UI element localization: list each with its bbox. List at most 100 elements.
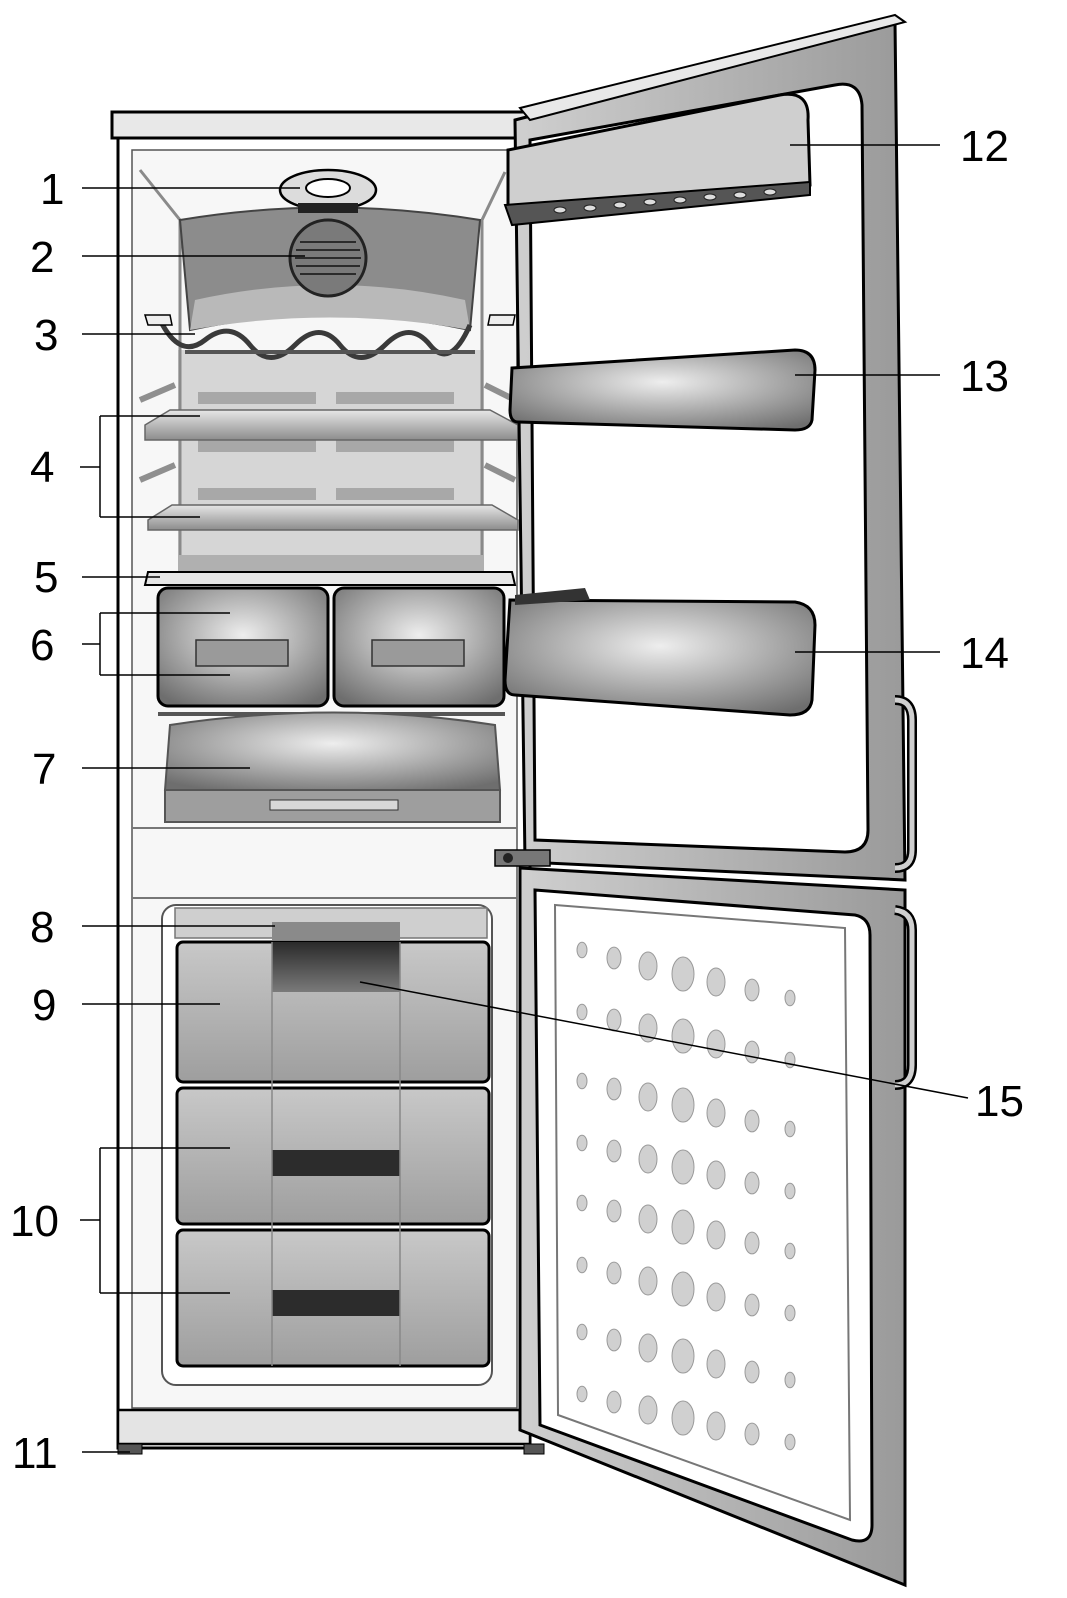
door-dimple (638, 1204, 658, 1234)
door-dimple (744, 1040, 760, 1064)
chiller-handle (269, 799, 399, 811)
door-dimple (671, 1018, 695, 1054)
door-dimple (576, 1385, 588, 1403)
door-dimple (744, 1422, 760, 1446)
door-dimple (744, 1360, 760, 1384)
cabinet-plinth (116, 1408, 532, 1446)
door-dimple (638, 1013, 658, 1043)
door-dimple (606, 1199, 622, 1223)
door-dimple (638, 1144, 658, 1174)
door-dimple (784, 1182, 796, 1200)
leader-10 (80, 1147, 230, 1294)
door-dimple (706, 1220, 726, 1250)
door-dimple (671, 1209, 695, 1245)
callout-6: 6 (30, 621, 55, 670)
chiller-compartment (163, 711, 502, 791)
callout-7: 7 (32, 745, 57, 794)
door-dimple (784, 989, 796, 1007)
crisper-cover (143, 571, 517, 586)
door-dimple (671, 1087, 695, 1123)
door-bin-lower-lip (515, 588, 590, 605)
freezer-drawer-bottom-handle (272, 1290, 400, 1316)
freezer-door-panel-inner (553, 903, 852, 1522)
door-dimple (706, 1282, 726, 1312)
door-dimple (638, 1395, 658, 1425)
door-dimple (706, 967, 726, 997)
callout-13: 13 (960, 352, 1009, 401)
fridge-interior (138, 168, 519, 823)
freezer-door-panel (533, 888, 874, 1543)
door-dimple (606, 1008, 622, 1032)
callout-5: 5 (34, 553, 59, 602)
door-dimple (744, 978, 760, 1002)
freezer-drawer-ribs (271, 942, 401, 1366)
crisper-bin-right-handle (371, 639, 465, 667)
door-dimple (784, 1120, 796, 1138)
leader-15 (359, 981, 969, 1099)
door-dimple (638, 1266, 658, 1296)
door-dimple (706, 1160, 726, 1190)
wine-rack-hook-right (487, 314, 516, 326)
door-dimple (638, 1082, 658, 1112)
door-dimple (744, 1171, 760, 1195)
door-dimple (576, 941, 588, 959)
door-dimple (606, 1328, 622, 1352)
door-dimple (606, 1077, 622, 1101)
back-wall-vents (198, 392, 454, 500)
shelf-lower (147, 504, 519, 531)
door-dimple (744, 1109, 760, 1133)
door-dimple (576, 1323, 588, 1341)
callout-3: 3 (34, 311, 59, 360)
door-dimple (706, 1349, 726, 1379)
door-dimple (671, 1338, 695, 1374)
door-dimple (606, 1261, 622, 1285)
callout-2: 2 (30, 233, 55, 282)
door-dimple (638, 951, 658, 981)
door-dimple (606, 1139, 622, 1163)
side-wall-right (480, 171, 507, 580)
door-dimple (784, 1242, 796, 1260)
fridge-door-top-edge (518, 13, 908, 122)
door-dimple (606, 1390, 622, 1414)
callout-10: 10 (10, 1197, 59, 1246)
door-dimple (671, 956, 695, 992)
freezer-interior (161, 904, 493, 1386)
dairy-egg-holes (553, 188, 777, 214)
door-bin-lower (503, 598, 817, 717)
freezer-door (518, 866, 917, 1588)
fan-housing-shade (190, 285, 470, 330)
callout-11: 11 (12, 1429, 58, 1478)
callout-9: 9 (32, 981, 57, 1030)
callout-12: 12 (960, 122, 1009, 171)
door-dimple (706, 1029, 726, 1059)
door-dimple (671, 1149, 695, 1185)
fridge-door-handle-face (894, 697, 915, 871)
freezer-drawer-top-handle (272, 942, 400, 992)
crisper-bin-left-handle (195, 639, 289, 667)
callout-14: 14 (960, 629, 1009, 678)
shelf-upper (144, 409, 519, 441)
foot-left (117, 1443, 143, 1455)
foot-right (523, 1443, 545, 1455)
door-dimple (784, 1371, 796, 1389)
door-dimple (744, 1231, 760, 1255)
door-dimple (638, 1333, 658, 1363)
door-dimple (671, 1271, 695, 1307)
door-dimple (576, 1072, 588, 1090)
door-dimple (784, 1304, 796, 1322)
door-dimple (671, 1400, 695, 1436)
callout-1: 1 (40, 165, 65, 214)
back-wall (178, 350, 484, 575)
door-dimple (706, 1411, 726, 1441)
ice-tray-handle (272, 922, 400, 940)
door-dimple (784, 1433, 796, 1451)
fridge-door (494, 13, 917, 882)
wine-rack (157, 318, 473, 360)
leader-4 (80, 415, 200, 518)
dairy-compartment (506, 92, 812, 210)
door-dimple (576, 1256, 588, 1274)
dairy-compartment-tray (503, 180, 811, 227)
door-hinge-pin (503, 853, 513, 863)
door-dimple (576, 1194, 588, 1212)
